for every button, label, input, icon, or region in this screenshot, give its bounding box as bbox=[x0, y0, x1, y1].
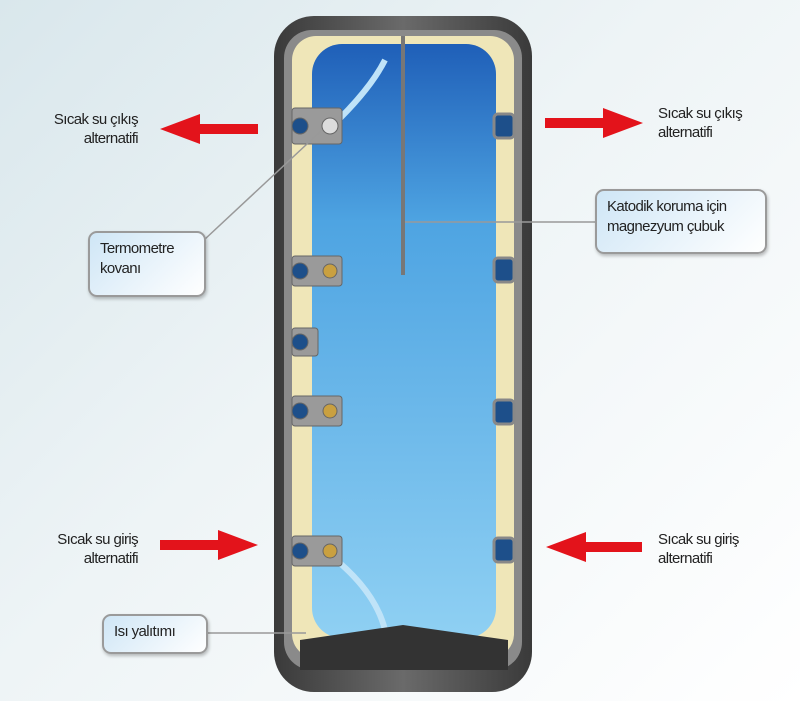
callout-thermometer-well: Termometre kovanı bbox=[88, 231, 206, 297]
callout-line: magnezyum çubuk bbox=[607, 218, 725, 235]
leader-lines bbox=[203, 129, 596, 634]
label-hot-water-inlet-right: Sıcak su giriş alternatifi bbox=[658, 530, 739, 568]
label-line: Sıcak su giriş bbox=[658, 531, 739, 548]
callout-line: kovanı bbox=[100, 260, 141, 277]
label-line: alternatifi bbox=[83, 550, 139, 567]
water-tank bbox=[300, 36, 508, 670]
label-hot-water-inlet-left: Sıcak su giriş alternatifi bbox=[20, 530, 138, 568]
label-line: alternatifi bbox=[658, 124, 713, 141]
right-ports bbox=[492, 112, 516, 564]
arrow-right-icon bbox=[545, 108, 643, 138]
callout-line: Katodik koruma için bbox=[607, 198, 727, 215]
callout-line: Termometre bbox=[100, 240, 175, 257]
label-line: alternatifi bbox=[83, 130, 139, 147]
arrow-left-icon bbox=[160, 114, 258, 144]
arrow-right-icon bbox=[160, 530, 258, 560]
callout-magnesium-anode: Katodik koruma için magnezyum çubuk bbox=[595, 189, 767, 254]
arrow-left-icon bbox=[546, 532, 642, 562]
callout-line: Isı yalıtımı bbox=[114, 623, 176, 640]
label-line: alternatifi bbox=[658, 550, 713, 567]
left-ports bbox=[291, 107, 343, 567]
label-line: Sıcak su çıkış bbox=[53, 111, 139, 128]
label-line: Sıcak su çıkış bbox=[658, 105, 743, 122]
callout-insulation: Isı yalıtımı bbox=[102, 614, 208, 654]
label-line: Sıcak su giriş bbox=[57, 531, 138, 548]
label-hot-water-outlet-left: Sıcak su çıkış alternatifi bbox=[20, 110, 139, 148]
label-hot-water-outlet-right: Sıcak su çıkış alternatifi bbox=[658, 104, 743, 142]
